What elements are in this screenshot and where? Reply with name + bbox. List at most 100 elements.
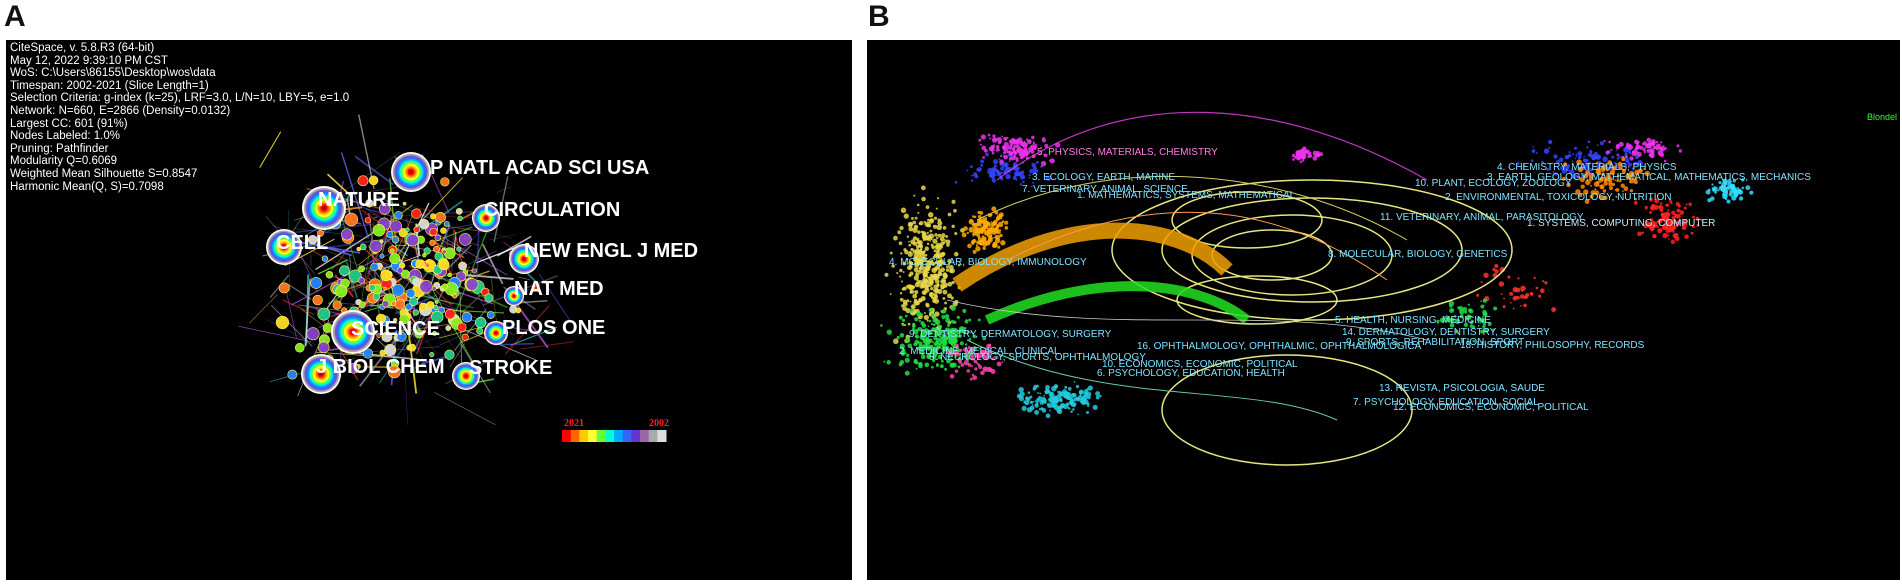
- journal-dot: [1544, 281, 1548, 285]
- legend-swatch: [622, 430, 632, 442]
- journal-dot: [1000, 240, 1006, 246]
- journal-dot: [989, 137, 992, 140]
- journal-dot: [1663, 224, 1669, 230]
- journal-dot: [1035, 160, 1039, 164]
- journal-dot: [909, 308, 914, 313]
- journal-dot: [1482, 311, 1488, 317]
- network-edge: [329, 347, 341, 352]
- journal-dot: [1659, 202, 1663, 205]
- journal-labels: P NATL ACAD SCI USA NATURE CIRCULATION C…: [276, 157, 698, 379]
- cluster-label-left: 16. OPHTHALMOLOGY, OPHTHALMIC, OPHTHALMO…: [1137, 341, 1422, 352]
- journal-dot: [935, 291, 937, 294]
- journal-dot: [1048, 159, 1051, 162]
- network-node: [447, 272, 452, 278]
- journal-dot: [1033, 384, 1038, 389]
- journal-dot: [1029, 395, 1033, 399]
- journal-dot: [910, 239, 916, 245]
- network-edge: [438, 277, 447, 280]
- journal-dot: [1618, 141, 1624, 147]
- journal-dot: [1650, 152, 1654, 157]
- journal-dot: [1540, 160, 1544, 164]
- journal-dot: [1007, 167, 1013, 172]
- journal-dot: [1662, 197, 1664, 200]
- journal-dot: [1603, 140, 1606, 143]
- network-edge: [402, 331, 408, 425]
- journal-dot: [928, 218, 934, 224]
- journal-dot: [1615, 195, 1618, 198]
- journal-dot: [1028, 173, 1031, 177]
- journal-dot: [1568, 151, 1571, 154]
- journal-dot: [908, 240, 910, 243]
- journal-dot: [991, 151, 995, 155]
- journal-dot: [1647, 223, 1653, 229]
- journal-dot: [1459, 314, 1464, 319]
- journal-dot: [983, 148, 988, 153]
- journal-dot: [1515, 287, 1521, 293]
- network-edge: [360, 222, 375, 308]
- network-edge: [462, 250, 497, 268]
- cluster-label-left: 2. MEDICINE, MEDICAL, CLINICAL: [899, 346, 1060, 357]
- citation-ellipse: [1211, 229, 1333, 281]
- journal-dot: [940, 285, 945, 290]
- journal-dot: [917, 249, 924, 256]
- journal-dot: [1535, 152, 1538, 155]
- journal-dot: [972, 334, 977, 339]
- journal-dot: [1008, 157, 1013, 161]
- journal-dot: [1634, 169, 1640, 176]
- journal-dot: [1023, 400, 1027, 404]
- journal-dot: [970, 331, 973, 334]
- journal-dot: [1574, 157, 1577, 160]
- journal-dot: [935, 207, 938, 210]
- journal-dot: [972, 375, 978, 380]
- journal-dot: [919, 262, 924, 267]
- network-edge: [538, 273, 571, 322]
- journal-dot: [1533, 276, 1536, 280]
- journal-dot: [989, 234, 992, 238]
- journal-dot: [1650, 146, 1653, 149]
- legend-color-bar: [562, 430, 667, 442]
- journal-dot: [989, 227, 993, 231]
- journal-dot: [946, 349, 952, 355]
- trajectory-yellow: [976, 176, 1408, 241]
- network-node: [486, 311, 495, 319]
- journal-dot: [1460, 338, 1464, 342]
- journal-dot: [913, 267, 919, 273]
- journal-dot: [1523, 303, 1527, 308]
- journal-dot: [1553, 154, 1558, 159]
- journal-dot: [1543, 148, 1550, 154]
- journal-dot: [997, 221, 1004, 228]
- network-node: [444, 349, 455, 360]
- network-node: [434, 234, 442, 242]
- journal-dot: [1512, 307, 1515, 310]
- journal-dot: [1083, 399, 1089, 405]
- journal-dot: [1738, 196, 1744, 201]
- journal-dot: [933, 254, 936, 256]
- journal-dot: [946, 323, 950, 327]
- cluster-label-right: 8. MOLECULAR, BIOLOGY, GENETICS: [1328, 249, 1508, 260]
- cluster-label-right: 18. HISTORY, PHILOSOPHY, RECORDS: [1460, 340, 1645, 351]
- journal-dot: [1605, 176, 1611, 182]
- major-journal-nodes: [266, 152, 539, 394]
- legend-swatch: [640, 430, 650, 442]
- cluster-label-right: 1. SYSTEMS, COMPUTING, COMPUTER: [1527, 218, 1715, 229]
- journal-dot: [1476, 293, 1480, 297]
- journal-dot: [941, 233, 946, 238]
- journal-dot: [946, 243, 950, 247]
- journal-dot: [1554, 172, 1558, 176]
- journal-dot: [1041, 408, 1047, 413]
- journal-dot: [927, 342, 930, 345]
- journal-dot: [1675, 213, 1681, 219]
- network-edge: [444, 244, 472, 273]
- journal-dot: [1028, 176, 1031, 179]
- journal-dot: [927, 271, 930, 274]
- journal-dot: [961, 232, 967, 238]
- network-node: [422, 252, 427, 258]
- journal-dot: [974, 174, 979, 179]
- network-node: [379, 253, 385, 259]
- journal-dot: [1572, 153, 1574, 156]
- journal-dot: [1487, 322, 1492, 326]
- journal-dot: [971, 174, 973, 177]
- journal-dot: [1623, 164, 1628, 168]
- journal-dot: [932, 327, 938, 333]
- journal-dot: [970, 365, 974, 368]
